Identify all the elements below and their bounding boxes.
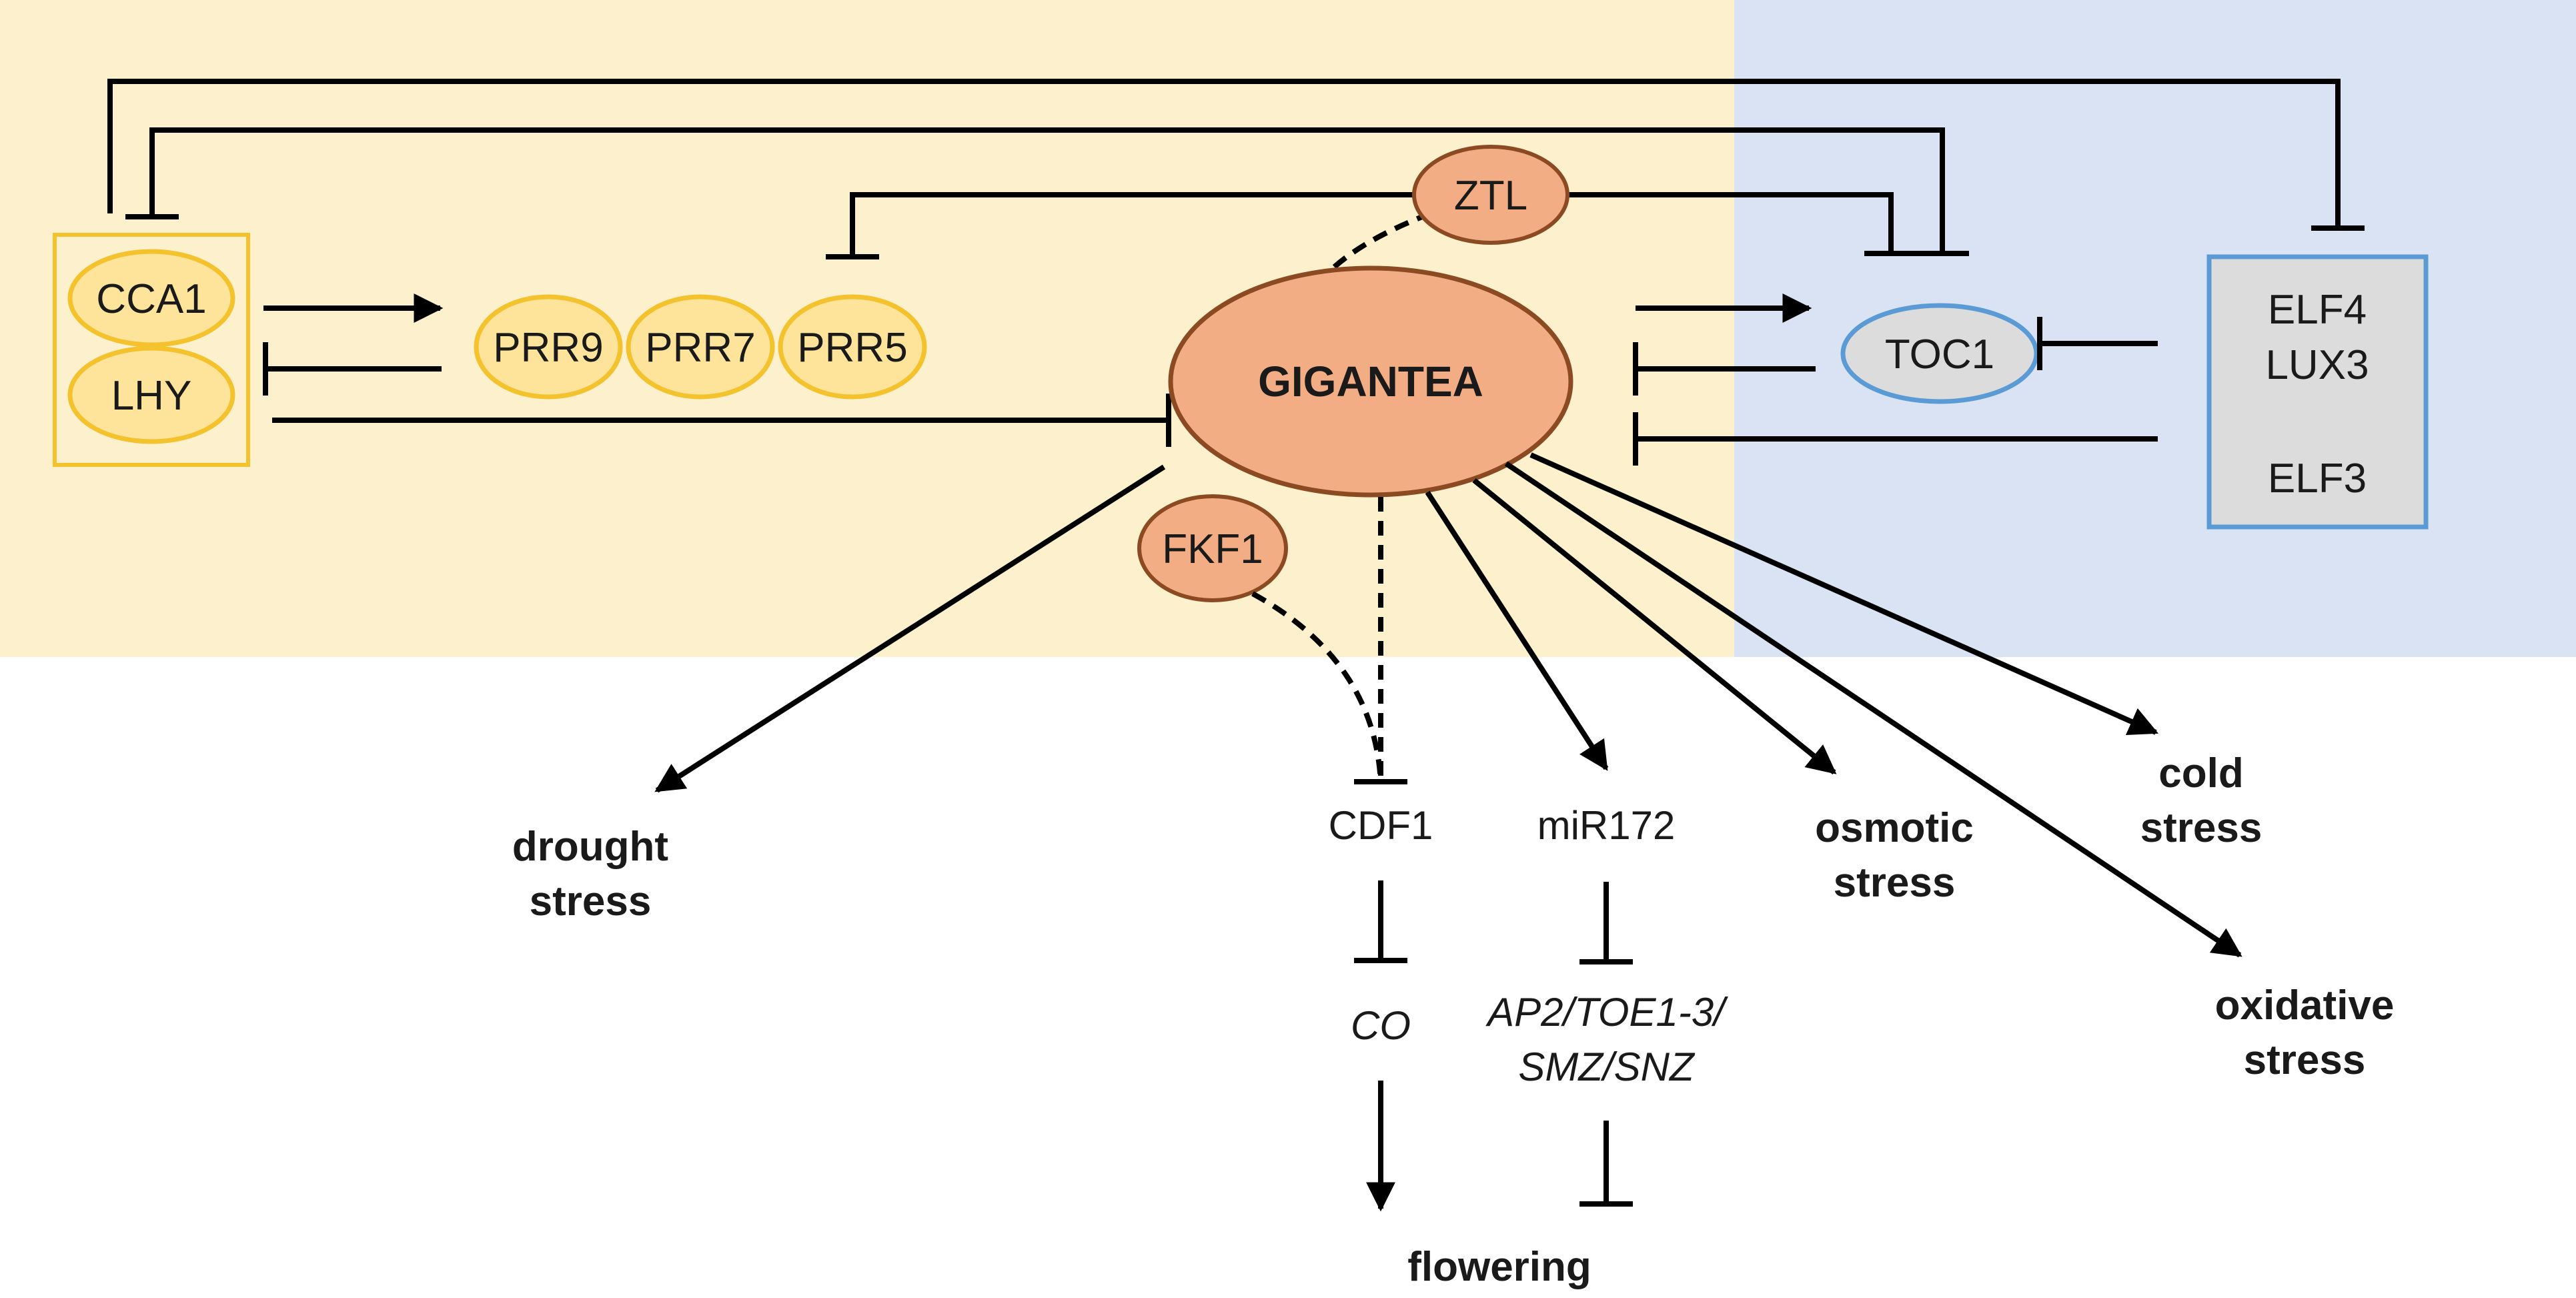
gigantea-node [1168, 265, 1573, 498]
prr5-label: PRR5 [797, 325, 907, 371]
toc1-label: TOC1 [1885, 332, 1994, 378]
osmotic-stress-label-line2: stress [1834, 860, 1956, 906]
osmotic-stress-label-line1: osmotic [1815, 805, 1974, 851]
ztl-label: ZTL [1454, 173, 1527, 219]
fkf1-label: FKF1 [1162, 526, 1263, 572]
drought-stress-label-line1: drought [512, 824, 668, 870]
edge-ztl-gigantea-interaction [1325, 211, 1432, 275]
edge-cca1-inhibits-ec [107, 79, 2341, 228]
prr9-label: PRR9 [493, 325, 603, 371]
edge-ztl-inhibits-toc1 [1564, 192, 1894, 253]
edge-ztl-inhibits-prr [850, 192, 1417, 257]
cdf1-label: CDF1 [1329, 803, 1433, 848]
cca1-label: CCA1 [96, 276, 206, 322]
cca1-node [67, 249, 235, 348]
co-label: CO [1351, 1003, 1411, 1048]
prr7-node [626, 294, 775, 400]
edge-fkf1-inhibits-cdf1 [1251, 591, 1383, 782]
mir172-label: miR172 [1537, 803, 1676, 848]
edge-gigantea-drought [654, 464, 1166, 793]
edge-gigantea-osmotic [1472, 478, 1837, 775]
cold-stress-label-line1: cold [2158, 750, 2243, 796]
evening-complex-box [2206, 254, 2429, 530]
edge-gigantea-mir172 [1425, 490, 1609, 771]
ap2-label-line2: SMZ/SNZ [1518, 1045, 1696, 1089]
edge-toc1-inhibits-cca1 [149, 127, 1945, 253]
flowering-label: flowering [1407, 1244, 1591, 1290]
prr9-node [474, 294, 623, 400]
elf4-label: ELF4 [2268, 287, 2367, 333]
edge-gigantea-oxidative [1504, 461, 2242, 958]
oxidative-stress-label-line1: oxidative [2215, 983, 2395, 1029]
cold-stress-label-line2: stress [2140, 805, 2263, 851]
lux3-label: LUX3 [2265, 342, 2369, 388]
toc1-node [1840, 303, 2039, 404]
elf3-label: ELF3 [2268, 456, 2367, 502]
fkf1-node [1137, 494, 1288, 602]
prr7-label: PRR7 [645, 325, 755, 371]
edge-gigantea-cold [1529, 452, 2159, 736]
gigantea-label: GIGANTEA [1258, 358, 1483, 406]
ap2-label-line1: AP2/TOE1-3/ [1485, 990, 1728, 1035]
drought-stress-label-line2: stress [530, 878, 652, 924]
lhy-node [67, 346, 235, 444]
ztl-node [1412, 145, 1569, 245]
oxidative-stress-label-line2: stress [2244, 1037, 2366, 1083]
prr5-node [778, 294, 927, 400]
lhy-label: LHY [111, 373, 192, 419]
